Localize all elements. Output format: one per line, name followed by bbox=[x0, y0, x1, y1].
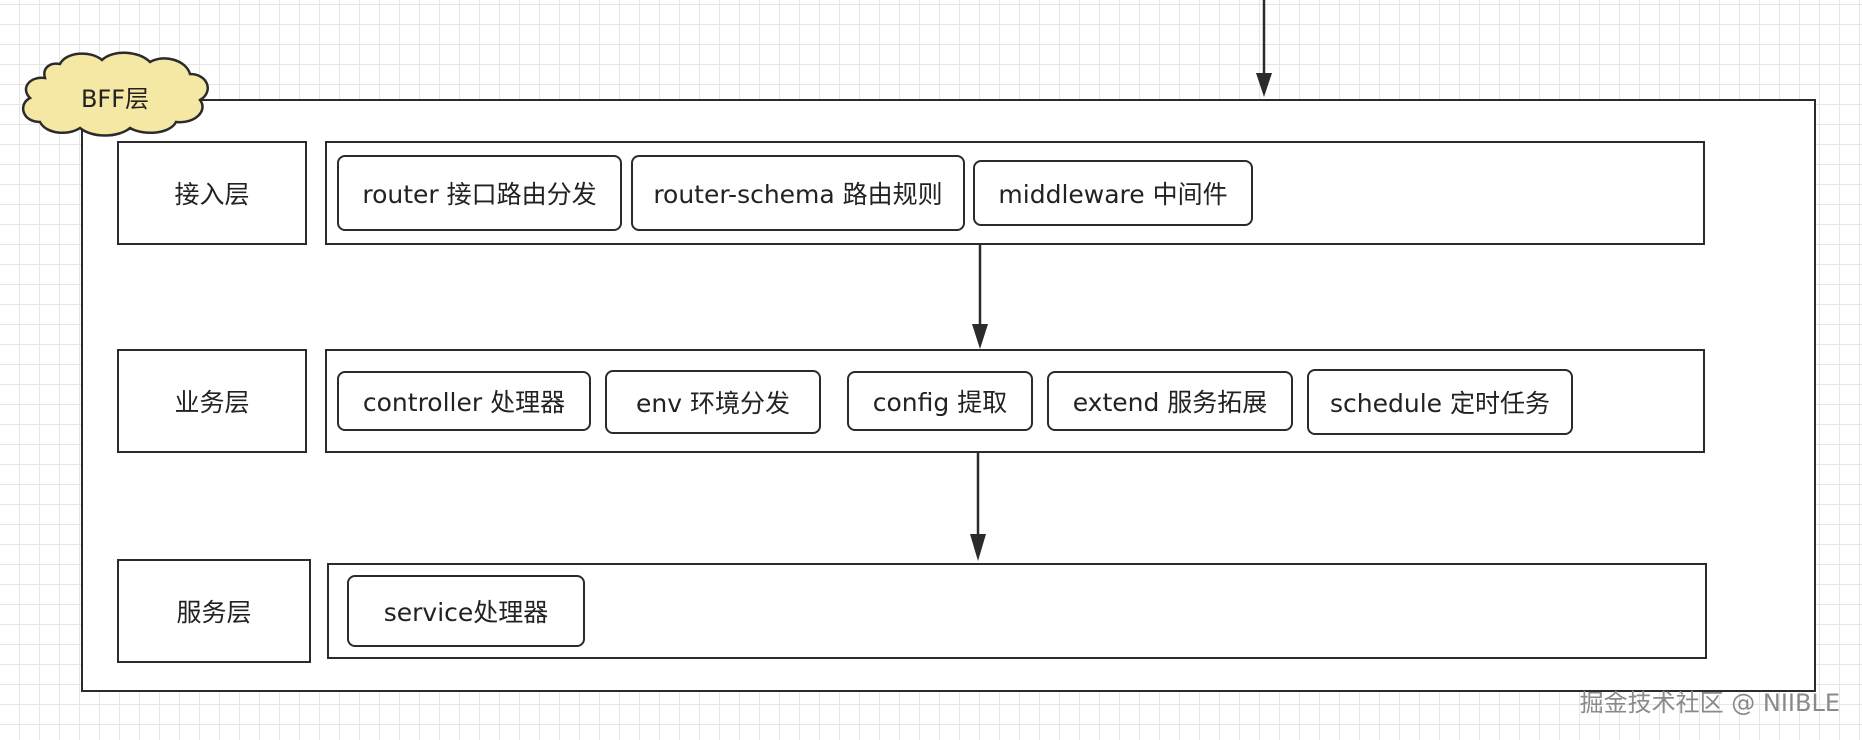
layer-label-access: 接入层 bbox=[117, 141, 307, 245]
arrowhead-access-to-business bbox=[972, 324, 988, 349]
cloud-shape bbox=[21, 51, 209, 137]
module-controller: controller 处理器 bbox=[337, 371, 591, 431]
module-middleware: middleware 中间件 bbox=[973, 160, 1253, 226]
module-env: env 环境分发 bbox=[605, 370, 821, 434]
incoming-arrowhead bbox=[1256, 73, 1272, 97]
arrowhead-business-to-service bbox=[970, 534, 986, 561]
bff-layer-title: BFF层 bbox=[80, 84, 150, 113]
module-router-schema: router-schema 路由规则 bbox=[631, 155, 965, 231]
module-config: config 提取 bbox=[847, 371, 1033, 431]
watermark-text: 掘金技术社区 @ NIIBLE bbox=[1579, 689, 1840, 717]
layer-label-business: 业务层 bbox=[117, 349, 307, 453]
layer-label-service: 服务层 bbox=[117, 559, 311, 663]
module-service: service处理器 bbox=[347, 575, 585, 647]
module-schedule: schedule 定时任务 bbox=[1307, 369, 1573, 435]
module-extend: extend 服务拓展 bbox=[1047, 371, 1293, 431]
module-router: router 接口路由分发 bbox=[337, 155, 622, 231]
